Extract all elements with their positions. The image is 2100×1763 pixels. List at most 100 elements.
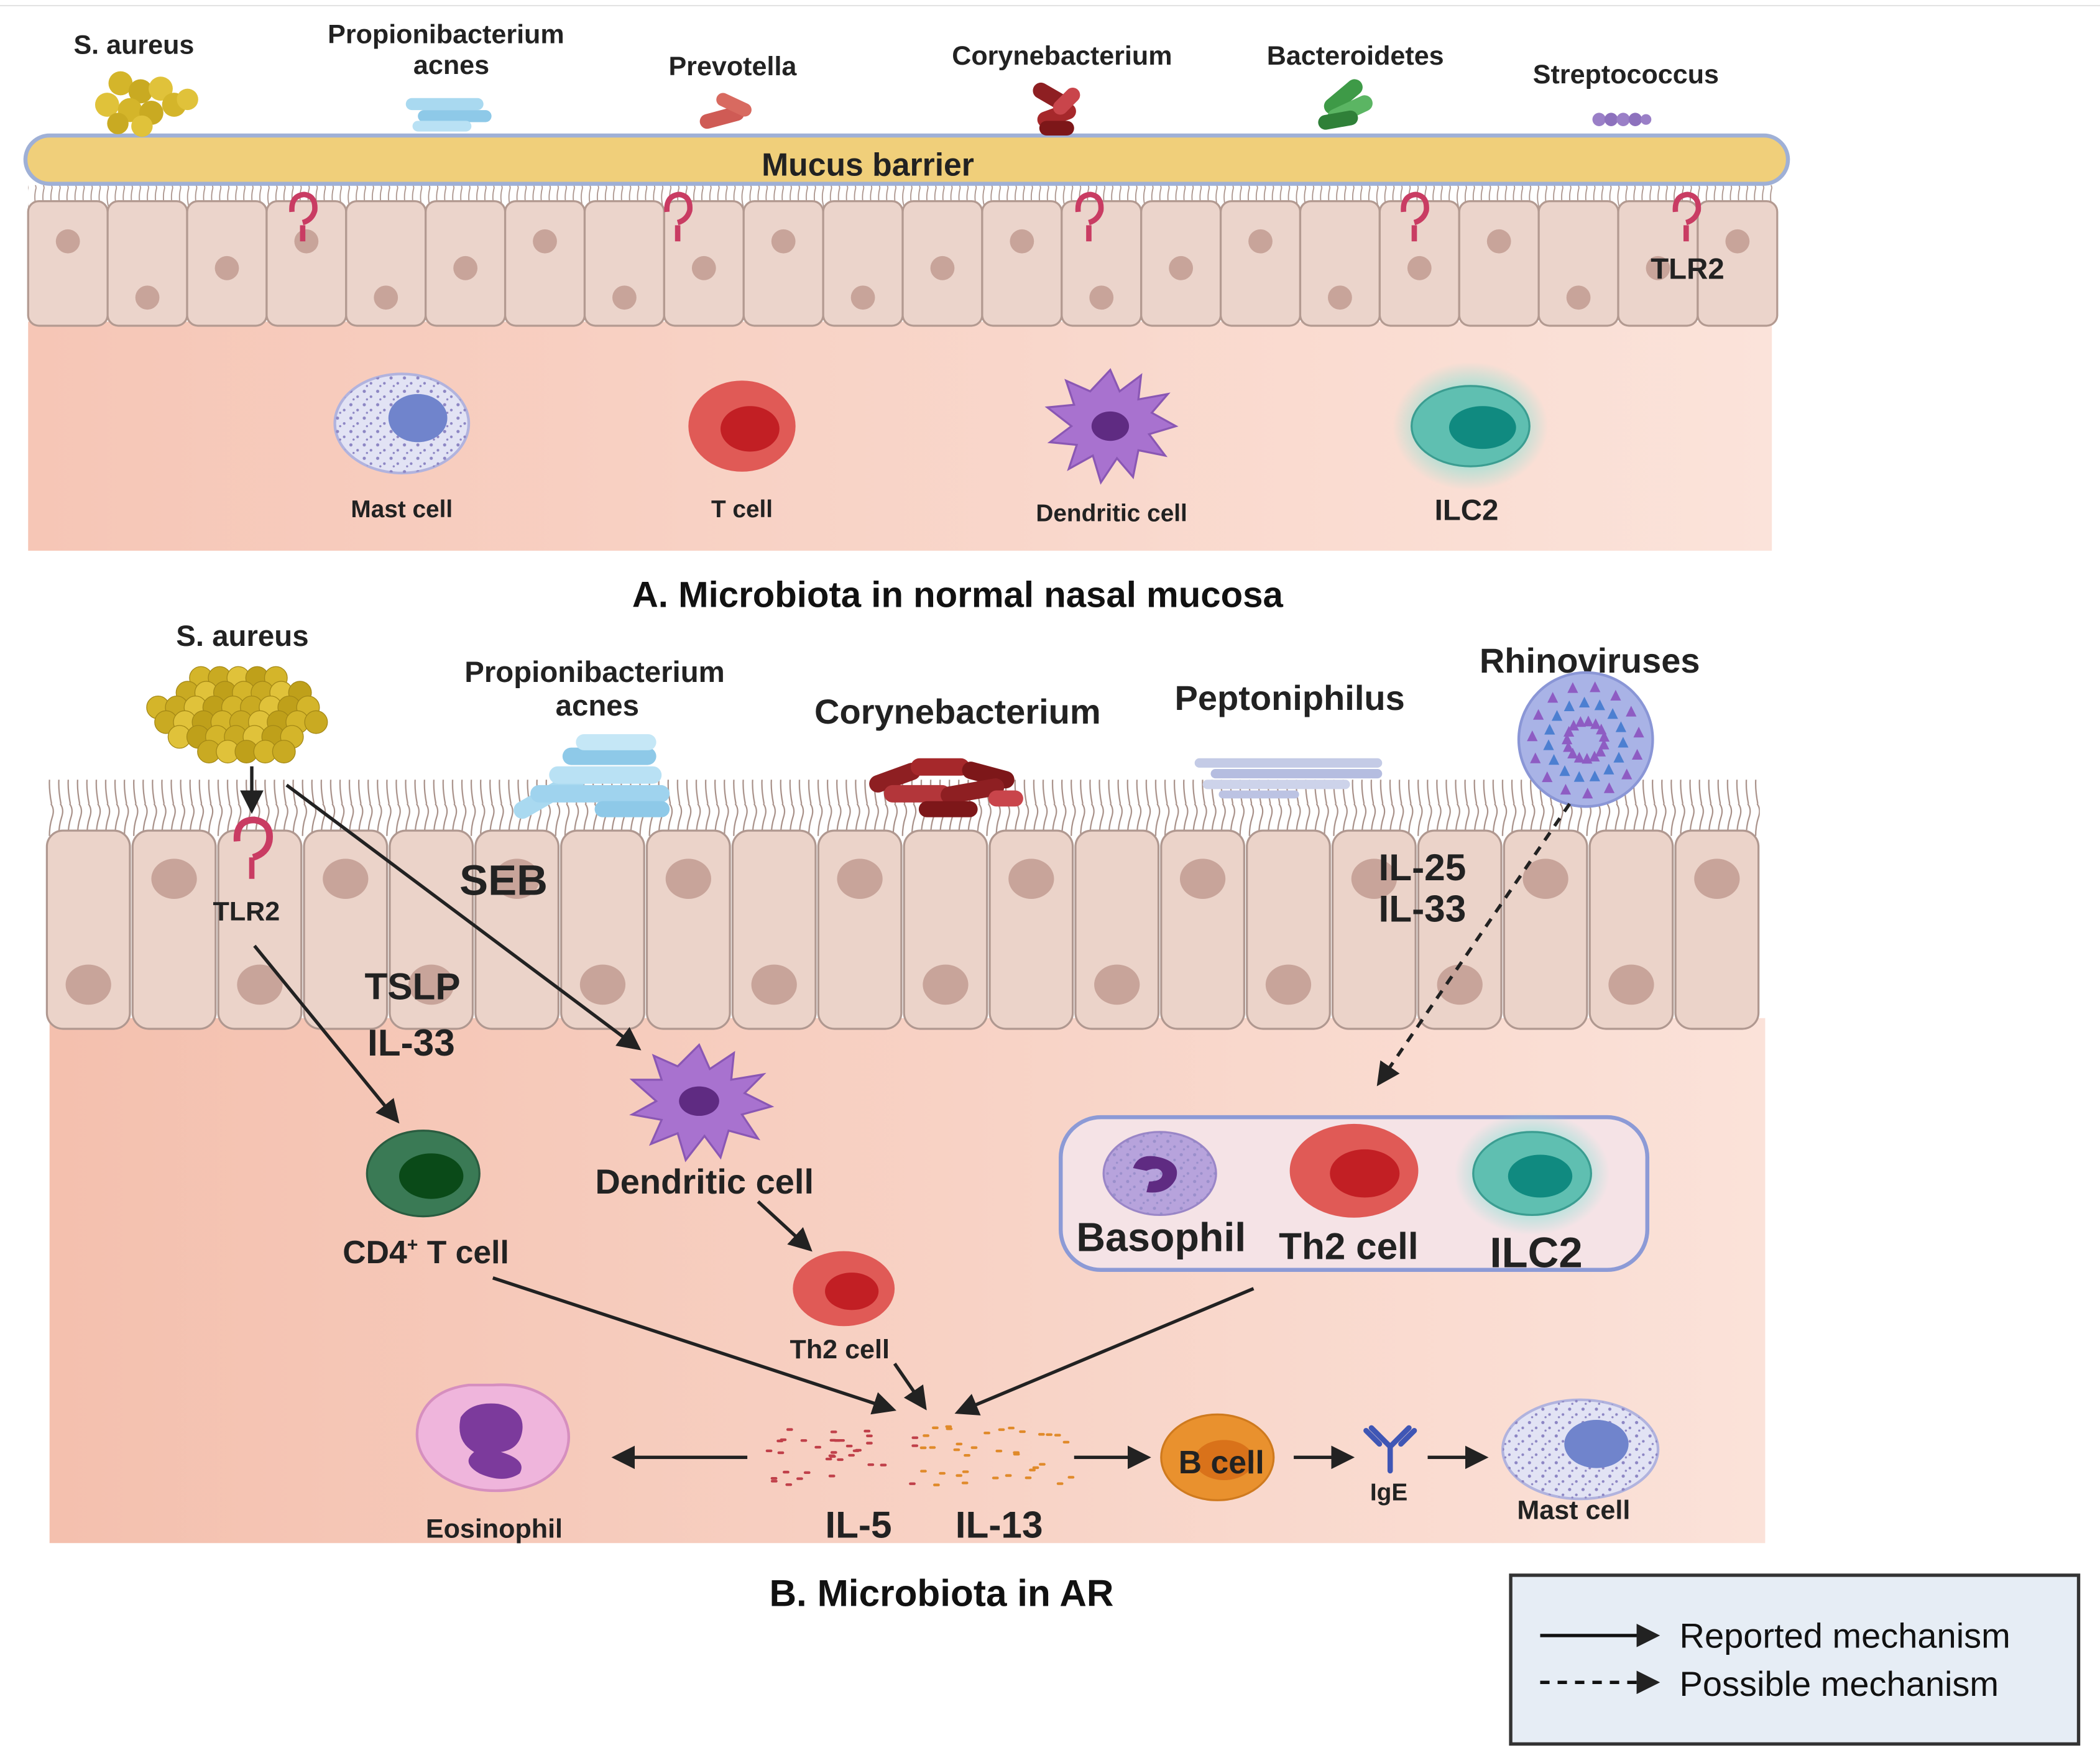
epithelial-nucleus — [1437, 964, 1483, 1005]
il13-particle — [1039, 1463, 1046, 1466]
ilc2-icon-a — [1393, 362, 1549, 490]
epithelial-nucleus — [1094, 964, 1140, 1005]
il13-particle — [945, 1425, 952, 1429]
il13-particle — [932, 1426, 939, 1429]
il5-particle — [880, 1463, 887, 1466]
epithelial-nucleus — [374, 285, 398, 310]
il13-particle — [929, 1446, 936, 1449]
capsid-protein — [1560, 783, 1572, 795]
ilc2-icon-b — [1454, 1112, 1610, 1235]
th2-cell-label-box: Th2 cell — [1279, 1225, 1419, 1268]
capsid-protein — [1527, 730, 1538, 742]
il5-particle — [803, 1471, 811, 1475]
microbe-label-propionibacterium-b: Propionibacterium — [464, 656, 725, 689]
microbe-label-prevotella-a: Prevotella — [668, 52, 797, 81]
il5-particle — [848, 1453, 855, 1457]
tlr2-receptor-icon — [1672, 191, 1702, 242]
capsid-protein — [1563, 741, 1574, 752]
capsid-protein — [1567, 747, 1578, 758]
epithelial-nucleus — [1646, 255, 1670, 280]
ige-antibody-icon — [1363, 1425, 1417, 1474]
epithelial-nucleus — [1179, 858, 1226, 900]
epithelial-nucleus — [494, 858, 540, 900]
arrow-box-cytokines — [954, 1287, 1255, 1415]
epithelial-cell — [1458, 200, 1540, 327]
microbe-label-peptoniphilus-b: Peptoniphilus — [1175, 678, 1405, 717]
microbe-label-acnes-a: acnes — [413, 50, 489, 80]
epithelial-nucleus — [135, 285, 160, 310]
arrow-tlr2-cd4 — [253, 944, 400, 1124]
il13-particle — [919, 1446, 927, 1450]
il13-particle — [1032, 1466, 1039, 1470]
capsid-protein — [1561, 733, 1573, 745]
tlr2-receptors-a — [289, 191, 1702, 242]
epithelial-nucleus — [837, 858, 883, 900]
capsid-protein — [1626, 706, 1637, 717]
il13-particle — [920, 1470, 927, 1473]
tlr2-label-b: TLR2 — [213, 896, 280, 926]
il13-particle — [1008, 1426, 1015, 1430]
arrow-th2-cytokines — [893, 1363, 927, 1411]
capsid-protein — [1548, 753, 1560, 765]
capsid-protein — [1563, 725, 1575, 737]
capsid-protein — [1589, 770, 1600, 781]
ilc2-label-a: ILC2 — [1435, 494, 1499, 527]
panel-b-title: B. Microbiota in AR — [770, 1572, 1114, 1614]
il5-particle — [777, 1451, 785, 1455]
basophil-icon — [1102, 1131, 1217, 1217]
il5-particle — [830, 1430, 837, 1434]
dendritic-cell-icon-a — [1044, 368, 1179, 485]
b-cell-icon — [1160, 1413, 1275, 1501]
epithelial-cell — [1219, 200, 1302, 327]
mast-cell-icon-b — [1501, 1398, 1660, 1501]
epithelial-cell — [504, 200, 586, 327]
epithelium-a — [27, 185, 1779, 327]
capsid-protein — [1543, 739, 1554, 750]
il13-particle — [956, 1474, 963, 1477]
il13-particle — [964, 1453, 970, 1457]
mucus-barrier — [23, 133, 1790, 186]
microbe-label-corynebacterium-a: Corynebacterium — [952, 41, 1172, 71]
il5-particle — [765, 1449, 773, 1453]
tlr2-receptor-icon — [664, 191, 693, 242]
pathway-arrows — [240, 766, 1572, 1470]
capsid-protein — [1607, 708, 1618, 719]
cytokine-particles — [765, 1425, 1075, 1486]
prevotella-icon — [699, 93, 752, 129]
capsid-protein — [1598, 739, 1610, 750]
ige-label: IgE — [1370, 1479, 1407, 1506]
il13-particle — [1029, 1468, 1036, 1471]
epithelial-cell — [27, 200, 109, 327]
il13-particle — [953, 1448, 960, 1452]
epithelial-nucleus — [923, 964, 969, 1005]
il5-particle — [785, 1483, 793, 1486]
basophil-label: Basophil — [1076, 1215, 1246, 1260]
capsid-protein — [1583, 716, 1594, 727]
il5-particle — [863, 1429, 871, 1433]
epithelial-nucleus — [1169, 255, 1194, 280]
epithelial-nucleus — [453, 255, 478, 280]
capsid-protein — [1631, 748, 1643, 760]
panel-a-title: A. Microbiota in normal nasal mucosa — [632, 574, 1284, 615]
microbe-label-s-aureus-a: S. aureus — [73, 30, 194, 60]
ilc2-label-b: ILC2 — [1490, 1228, 1582, 1276]
capsid-protein — [1598, 730, 1610, 742]
il5-particle — [770, 1480, 778, 1483]
mast-cell-icon-a — [333, 372, 471, 475]
propionibacterium-cluster-icon — [513, 734, 670, 819]
epithelial-nucleus — [930, 255, 955, 280]
capsid-protein — [1575, 716, 1587, 727]
il13-label: IL-13 — [956, 1504, 1043, 1546]
microbe-label-acnes-b: acnes — [556, 689, 639, 722]
capsid-protein — [1582, 753, 1593, 764]
capsid-protein — [1551, 710, 1563, 721]
epithelial-nucleus — [1407, 255, 1432, 280]
il5-particle — [780, 1438, 787, 1442]
il13-particle — [995, 1449, 1003, 1453]
il13-particle — [939, 1471, 946, 1475]
il5-particle — [909, 1482, 916, 1485]
eosinophil-label: Eosinophil — [426, 1514, 563, 1544]
capsid-protein — [1568, 719, 1579, 731]
corynebacterium-cluster-icon — [869, 758, 1023, 817]
il5-particle — [825, 1457, 832, 1461]
